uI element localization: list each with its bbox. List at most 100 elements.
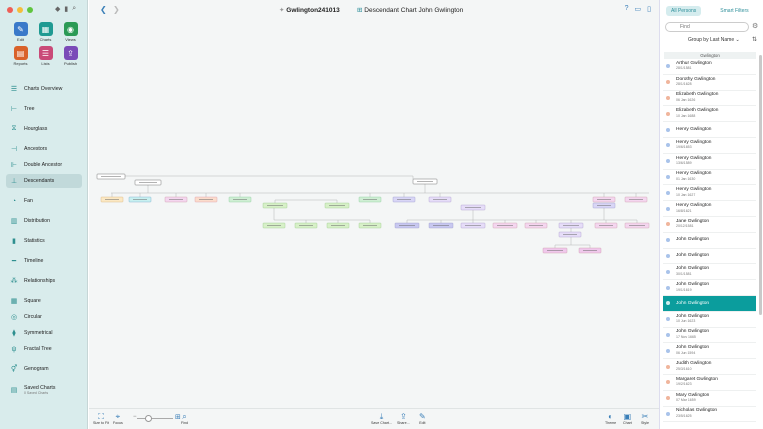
descendant-chart-canvas[interactable]	[89, 20, 659, 408]
person-node[interactable]	[524, 222, 548, 229]
reports-mode-button[interactable]: ▤Reports	[8, 46, 33, 66]
zoom-in-icon[interactable]: ⊞	[175, 414, 181, 421]
tab-all-persons[interactable]: All Persons	[666, 6, 702, 16]
person-node[interactable]	[558, 222, 584, 229]
person-list-item[interactable]: John Gwlington	[663, 295, 756, 312]
person-node[interactable]	[392, 196, 416, 203]
charts-mode-button[interactable]: ▦Charts	[33, 22, 58, 42]
style-button[interactable]: ✂Style	[641, 412, 649, 425]
tag-icon[interactable]: ◆	[55, 6, 61, 13]
person-node[interactable]	[394, 222, 420, 229]
edit-button[interactable]: ✎Edit	[419, 412, 426, 425]
back-chevron-icon[interactable]: ❮	[100, 5, 107, 14]
person-node[interactable]	[262, 222, 286, 229]
theme-button[interactable]: ◐Theme	[605, 412, 616, 425]
sidebar-item-distribution[interactable]: ▥Distribution	[6, 214, 82, 228]
person-node[interactable]	[294, 222, 318, 229]
find-button[interactable]: ⌕Find	[181, 412, 188, 425]
search-icon[interactable]: ⌕	[72, 5, 77, 12]
sidebar-toggle-icon[interactable]: ▯	[647, 6, 651, 13]
person-node[interactable]	[428, 222, 454, 229]
person-node[interactable]	[624, 196, 648, 203]
sidebar-item-relationships[interactable]: ⁂Relationships	[6, 274, 82, 288]
sidebar-item-statistics[interactable]: ▮Statistics	[6, 234, 82, 248]
person-node[interactable]	[460, 222, 486, 229]
person-node[interactable]	[542, 247, 568, 254]
person-node[interactable]	[492, 222, 518, 229]
zoom-window-button[interactable]	[27, 7, 33, 13]
person-node[interactable]	[134, 179, 162, 186]
persons-scrollbar[interactable]	[759, 55, 762, 315]
person-node[interactable]	[326, 222, 350, 229]
person-node[interactable]	[624, 222, 650, 229]
help-icon[interactable]: ?	[624, 5, 629, 12]
lists-mode-button[interactable]: ☰Lists	[33, 46, 58, 66]
bookmark-icon[interactable]: ▮	[64, 6, 69, 13]
person-node[interactable]	[594, 222, 618, 229]
chart-button[interactable]: ▣Chart	[623, 412, 632, 425]
person-node[interactable]	[164, 196, 188, 203]
person-node[interactable]	[228, 196, 252, 203]
person-list-item[interactable]: John Gwlington	[663, 233, 756, 249]
sidebar-item-genogram[interactable]: ⚥Genogram	[6, 362, 82, 376]
sidebar-item-descendants[interactable]: ⊥Descendants	[6, 174, 82, 188]
sidebar-item-hourglass[interactable]: ⧖Hourglass	[6, 122, 82, 136]
zoom-slider-knob[interactable]	[145, 415, 152, 422]
person-list-item[interactable]: Henry Gwlington	[663, 122, 756, 138]
person-node[interactable]	[324, 202, 350, 209]
publish-mode-button[interactable]: ⇪Publish	[58, 46, 83, 66]
person-node[interactable]	[358, 196, 382, 203]
focus-button[interactable]: ⌖Focus	[113, 412, 123, 425]
search-input[interactable]	[665, 22, 749, 32]
person-node[interactable]	[592, 196, 616, 203]
tab-smart-filters[interactable]: Smart Filters	[720, 8, 749, 14]
group-by-select[interactable]: Group by Last Name ⌄	[688, 37, 740, 43]
save-chart-button[interactable]: ⤓Save Chart...	[371, 412, 392, 425]
minimize-window-button[interactable]	[17, 7, 23, 13]
close-window-button[interactable]	[7, 7, 13, 13]
person-node[interactable]	[358, 222, 382, 229]
person-node[interactable]	[592, 202, 616, 209]
forward-chevron-icon[interactable]: ❯	[113, 5, 120, 14]
sidebar-item-double-ancestor[interactable]: ⊩Double Ancestor	[6, 158, 82, 172]
person-node[interactable]	[578, 247, 602, 254]
zoom-slider[interactable]	[137, 415, 173, 422]
sidebar-item-circular[interactable]: ◎Circular	[6, 310, 82, 324]
sidebar-item-charts-overview[interactable]: ☰Charts Overview	[6, 82, 82, 96]
gear-icon[interactable]: ⚙	[752, 23, 759, 30]
sidebar-item-timeline[interactable]: ━Timeline	[6, 254, 82, 268]
sidebar-item-tree[interactable]: ⊢Tree	[6, 102, 82, 116]
edit-mode-button[interactable]: ✎Edit	[8, 22, 33, 42]
person-node[interactable]	[412, 178, 438, 185]
person-node[interactable]	[100, 196, 124, 203]
person-node[interactable]	[128, 196, 152, 203]
share-button[interactable]: ⇪Share...	[397, 412, 410, 425]
sidebar-item-fan[interactable]: ◔Fan	[6, 194, 82, 208]
person-node[interactable]	[194, 196, 218, 203]
window-layout-icon[interactable]: ▭	[634, 6, 642, 13]
sort-icon[interactable]: ⇅	[752, 37, 758, 43]
person-node[interactable]	[262, 202, 288, 209]
person-node[interactable]	[460, 204, 486, 211]
person-node[interactable]	[558, 231, 582, 238]
